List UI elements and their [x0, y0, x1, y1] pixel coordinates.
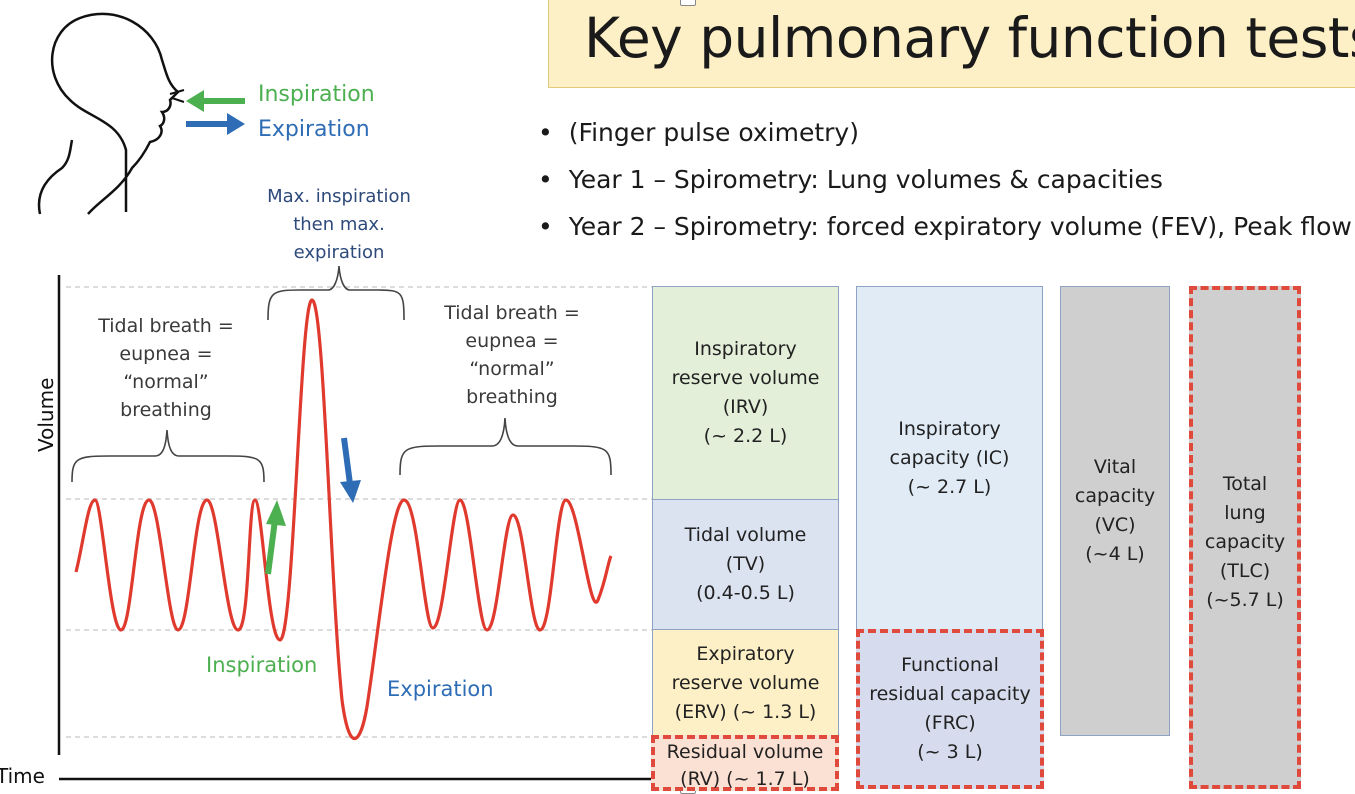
erv-label: Expiratory reserve volume (ERV) (~ 1.3 L…	[671, 642, 820, 723]
bullet-list: (Finger pulse oximetry) Year 1 – Spirome…	[538, 118, 1352, 259]
bullet-item: Year 1 – Spirometry: Lung volumes & capa…	[538, 165, 1352, 212]
title-banner	[548, 0, 1355, 88]
vc-box: Vital capacity (VC) (~4 L)	[1060, 286, 1170, 736]
tv-label: Tidal volume (TV) (0.4-0.5 L)	[684, 524, 807, 604]
bullet-item: (Finger pulse oximetry)	[538, 118, 1352, 165]
graph-inspiration-arrow-icon	[265, 500, 286, 575]
right-brace-label: Tidal breath = eupnea = “normal” breathi…	[444, 302, 580, 408]
expiration-arrow-icon	[186, 113, 245, 135]
x-axis-label: Time	[0, 764, 45, 788]
page-title: Key pulmonary function tests	[584, 6, 1355, 70]
spirometry-trace	[74, 298, 613, 740]
tlc-label: Total lung capacity (TLC) (~5.7 L)	[1204, 473, 1286, 611]
ic-label: Inspiratory capacity (IC) (~ 2.7 L)	[889, 418, 1010, 498]
top-brace	[267, 265, 405, 321]
tv-box: Tidal volume (TV) (0.4-0.5 L)	[652, 499, 839, 630]
frc-label: Functional residual capacity (FRC) (~ 3 …	[869, 654, 1031, 763]
left-brace-label: Tidal breath = eupnea = “normal” breathi…	[98, 315, 234, 421]
bullet-item: Year 2 – Spirometry: forced expiratory v…	[538, 212, 1352, 259]
graph-expiration-label: Expiration	[387, 677, 494, 701]
rv-label: Residual volume (RV) (~ 1.7 L)	[666, 741, 824, 790]
erv-box: Expiratory reserve volume (ERV) (~ 1.3 L…	[652, 629, 839, 737]
top-brace-label: Max. inspiration then max. expiration	[267, 186, 411, 263]
legend-expiration-label: Expiration	[258, 117, 370, 142]
right-brace	[399, 417, 612, 476]
irv-label: Inspiratory reserve volume (IRV) (~ 2.2 …	[671, 338, 820, 447]
tlc-box: Total lung capacity (TLC) (~5.7 L)	[1189, 286, 1301, 789]
head-silhouette-icon	[37, 12, 185, 215]
left-brace	[71, 429, 265, 483]
irv-box: Inspiratory reserve volume (IRV) (~ 2.2 …	[652, 286, 839, 500]
graph-inspiration-label: Inspiration	[206, 653, 318, 677]
graph-expiration-arrow-icon	[340, 437, 361, 503]
y-axis-label: Volume	[34, 377, 58, 452]
rv-box: Residual volume (RV) (~ 1.7 L)	[651, 735, 839, 791]
frc-box: Functional residual capacity (FRC) (~ 3 …	[856, 629, 1044, 789]
vc-label: Vital capacity (VC) (~4 L)	[1074, 456, 1156, 565]
reference-lines	[66, 286, 652, 738]
ic-box: Inspiratory capacity (IC) (~ 2.7 L)	[856, 286, 1043, 630]
resize-handle-top[interactable]	[680, 0, 696, 6]
inspiration-arrow-icon	[186, 90, 245, 112]
legend-inspiration-label: Inspiration	[258, 82, 375, 107]
